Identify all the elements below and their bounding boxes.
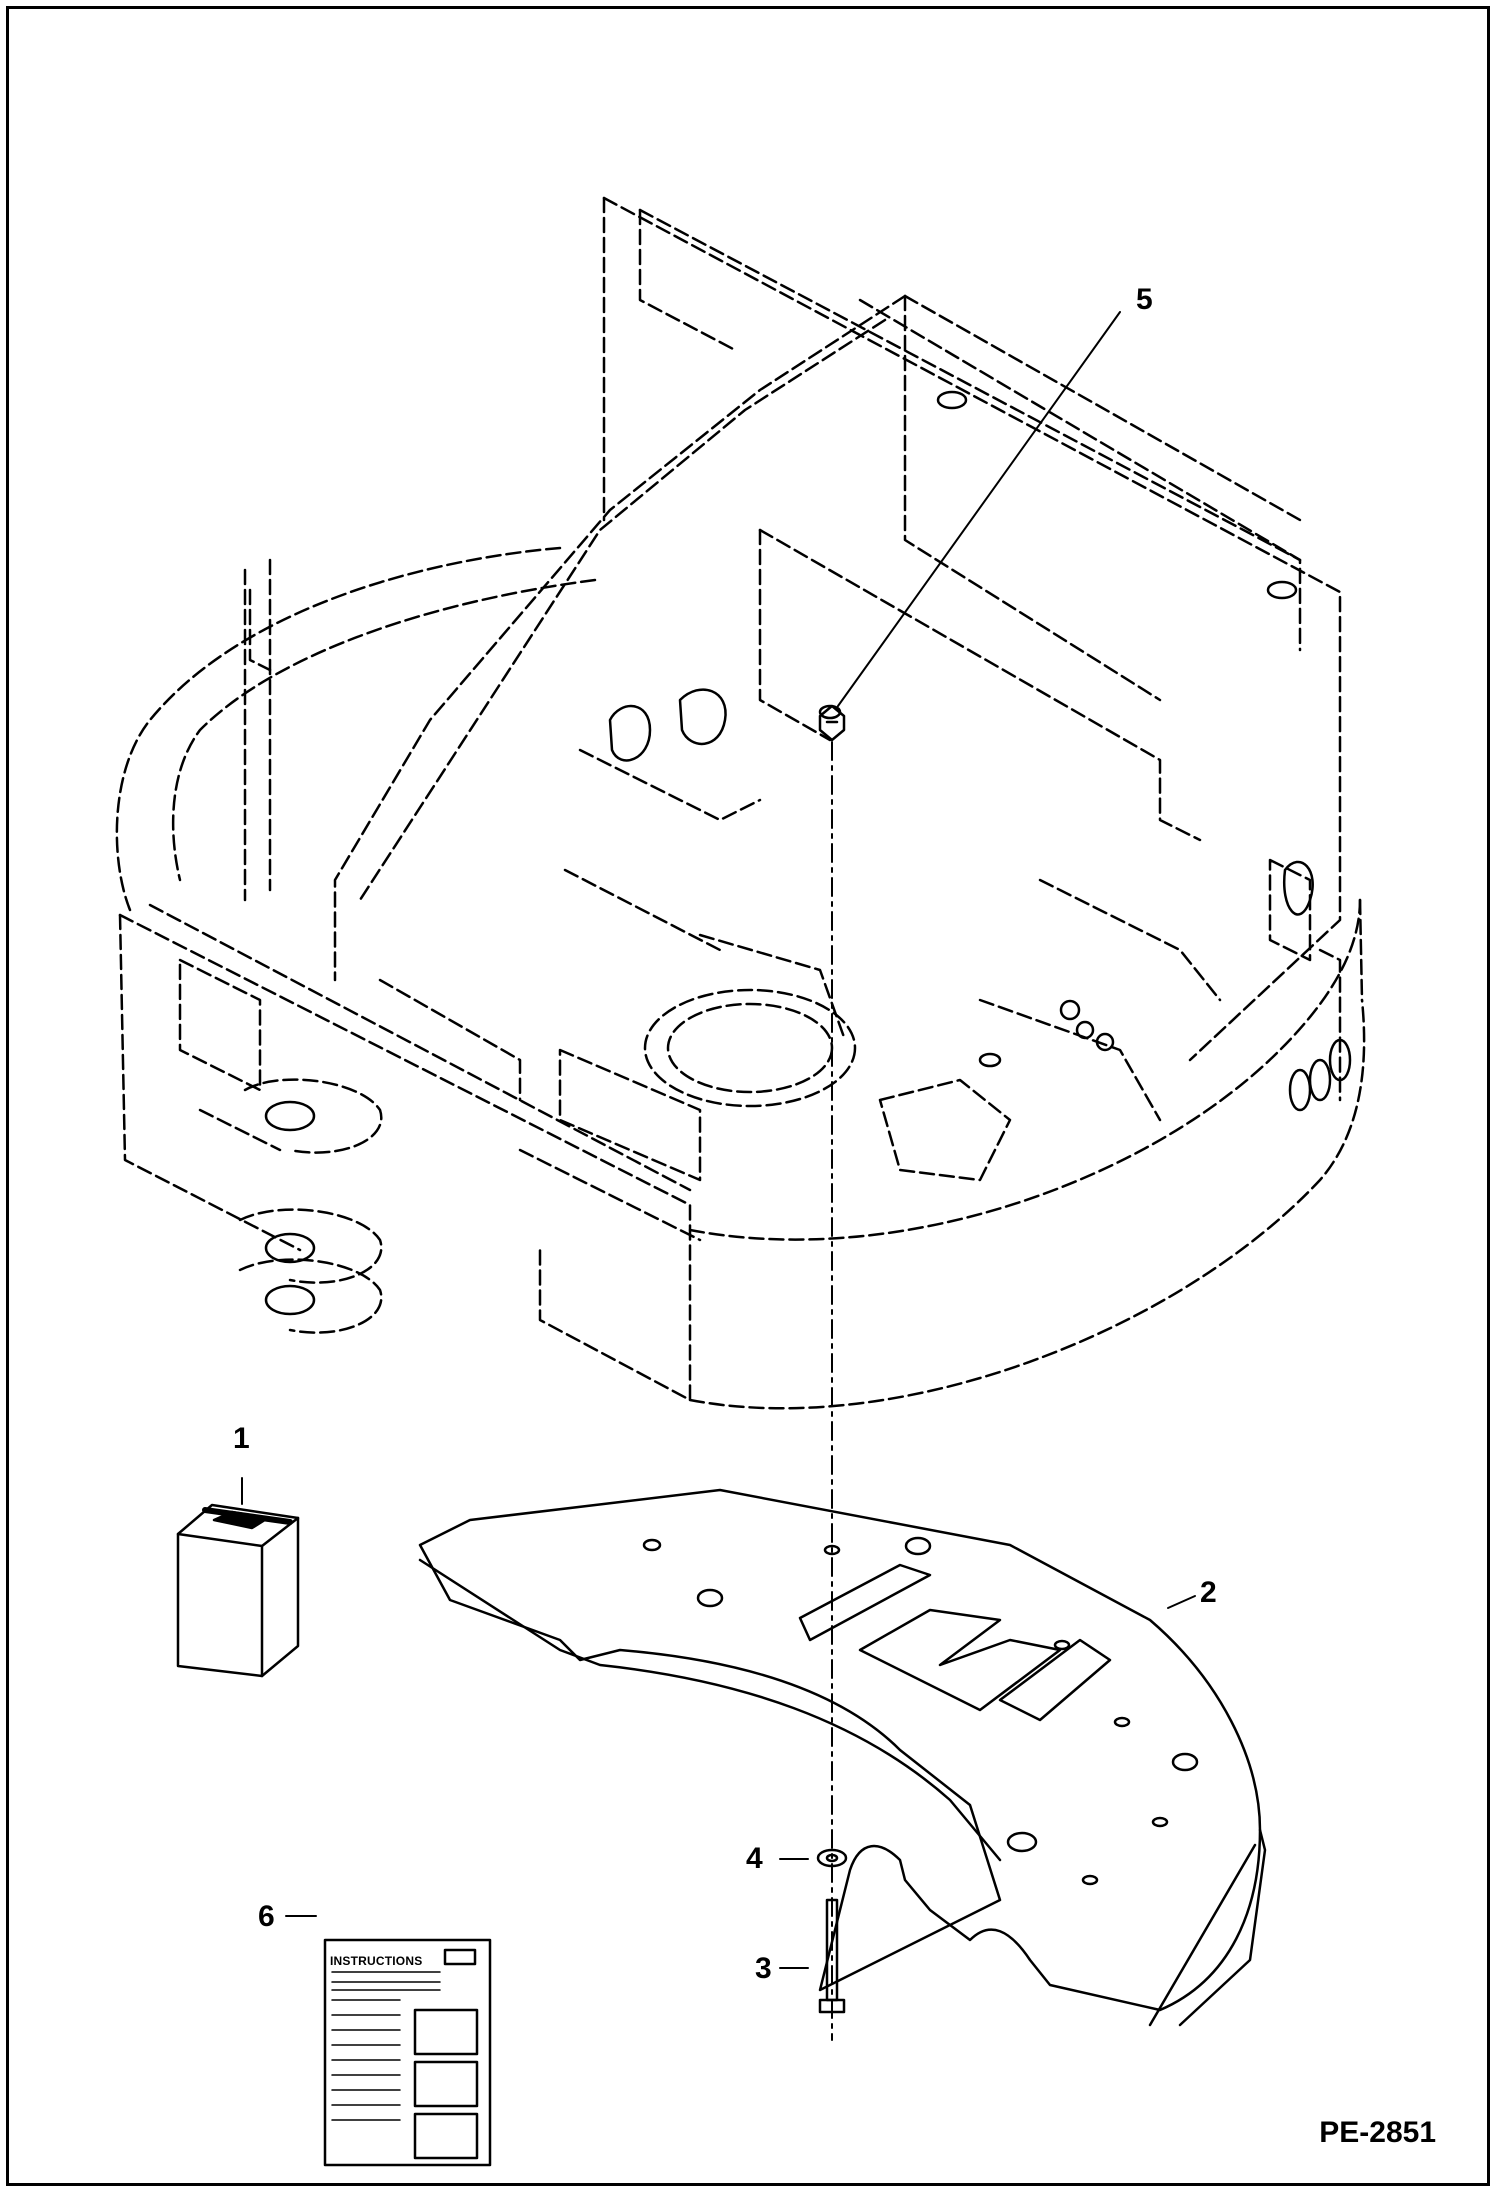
figure-id-label: PE-2851: [1319, 2116, 1436, 2149]
diagram-frame: [6, 6, 1490, 2186]
callout-3: 3: [755, 1952, 772, 1985]
frame-holes: [264, 390, 1352, 1316]
upperstructure-frame: [115, 196, 1366, 1410]
part-6-instruction-sheet: [323, 1938, 492, 2167]
callout-1: 1: [233, 1422, 250, 1455]
leader-5: [837, 311, 1121, 707]
callout-6: 6: [258, 1900, 275, 1933]
callout-4: 4: [746, 1842, 763, 1875]
callout-2: 2: [1200, 1576, 1217, 1609]
callout-5: 5: [1136, 283, 1153, 316]
part-4-washer: [816, 1848, 848, 1868]
part-1-box: [176, 1503, 300, 1678]
part-2-bottom-plate: [418, 1488, 1267, 2027]
instructions-sheet-title: INSTRUCTIONS: [330, 1954, 423, 1968]
leader-2: [1167, 1595, 1196, 1609]
part-5-nut: [818, 704, 846, 742]
part-3-bolt: [818, 1898, 846, 2014]
